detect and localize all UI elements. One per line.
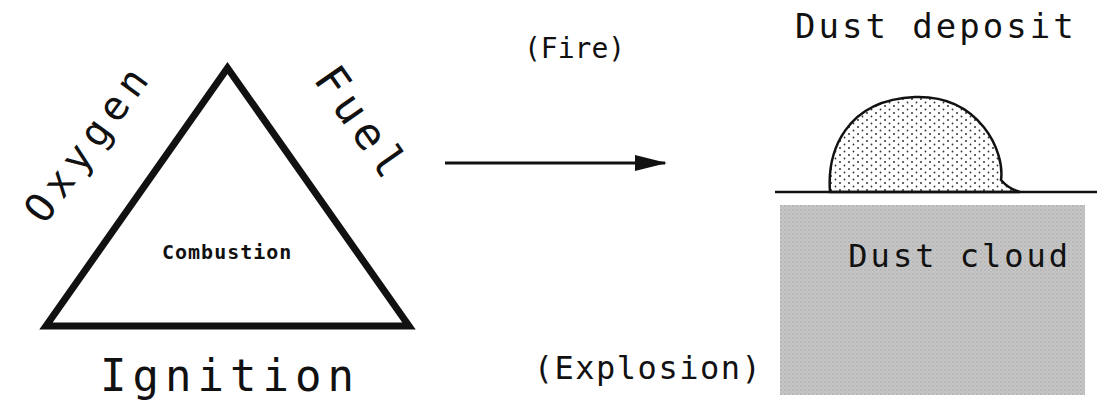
- edge-label: (Fire): [524, 35, 625, 63]
- node-text: Dust deposit: [795, 6, 1077, 46]
- dust-deposit: Dust deposit: [775, 6, 1097, 196]
- node-text: Combustion: [162, 240, 292, 264]
- side-label: Ignition: [100, 354, 360, 398]
- side-label: Oxygen: [17, 55, 159, 229]
- mode-label: (Explosion): [534, 352, 762, 384]
- arrow-connector: [445, 162, 665, 165]
- dust-cloud-outline: [780, 205, 1085, 395]
- dust-cloud: Dust cloud: [780, 205, 1085, 395]
- side-label: Fuel: [307, 58, 418, 190]
- node-text: Dust cloud: [848, 237, 1071, 275]
